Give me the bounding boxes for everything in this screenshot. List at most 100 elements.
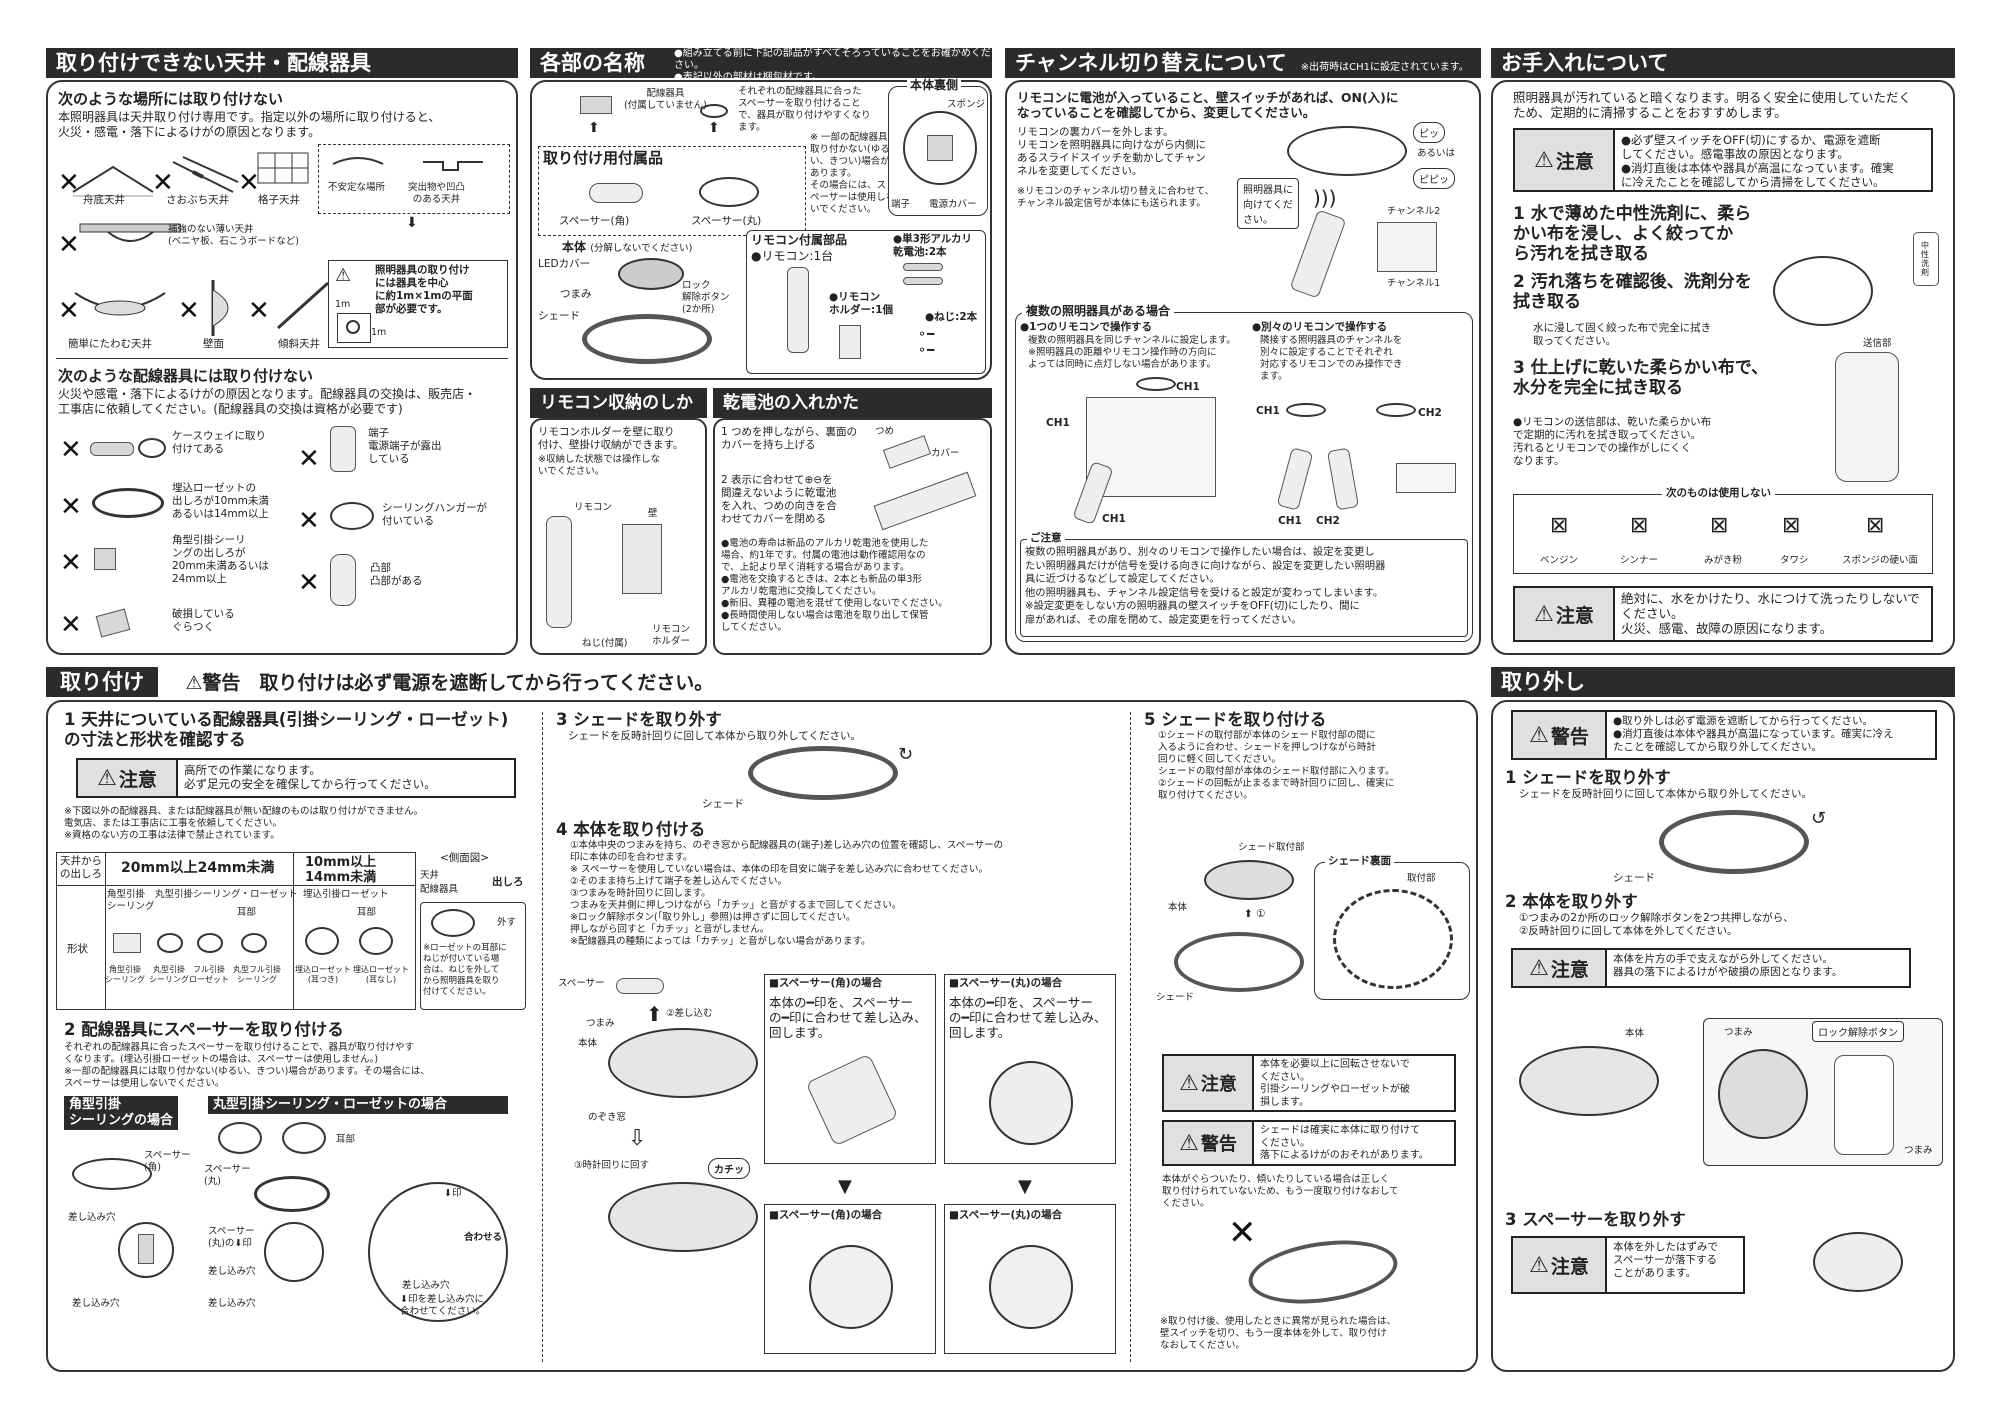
round-device-icon	[282, 1122, 326, 1154]
battery-step2: 2 表示に合わせて⊕⊖を 間違えないように乾電池 を入れ、つめの向きを合 わせて…	[721, 474, 837, 525]
tilted-shade-illustration	[1244, 1231, 1402, 1313]
holder-qty: ●リモコン ホルダー:1個	[829, 291, 894, 316]
battery-step1: 1 つめを押しながら、裏面の カバーを持ち上げる	[721, 426, 858, 451]
restrict-wiring-title: 次のような配線器具には取り付けない	[58, 367, 314, 385]
spec-sub: 埋込ローゼット (耳なし)	[353, 965, 409, 984]
insert-hole-label: 差し込み穴	[208, 1298, 256, 1309]
round-case-illustration	[989, 1061, 1073, 1145]
remote-icon	[1276, 447, 1314, 511]
double-beep-label: ピピッ	[1413, 168, 1455, 189]
shade-back-illustration	[1333, 889, 1453, 989]
ng-mark-icon: ✕	[60, 492, 82, 522]
place-label: 格子天井	[258, 194, 300, 206]
removal-step2-text: ①つまみの2か所のロック解除ボタンを2つ共押しながら、 ②反時計回りに回して本体…	[1519, 912, 1794, 937]
channel-lead: リモコンに電池が入っていること、壁スイッチがあれば、ON(入)に なっていること…	[1017, 90, 1399, 120]
shade-illustration	[748, 746, 898, 800]
warning-icon: ⚠	[97, 765, 117, 791]
divider	[57, 885, 415, 886]
body-label: 本体 (分解しないでください)	[562, 240, 693, 254]
insert-hole-label: 差し込み穴	[72, 1298, 120, 1309]
spacer-square-case-title: ■スペーサー(角)の場合	[769, 977, 883, 989]
spacer-icon	[616, 978, 664, 994]
caution-label: ⚠注意	[1515, 588, 1615, 640]
final-note: ※取り付け後、使用したときに異常が見られた場合は、 壁スイッチを切り、もう一度本…	[1160, 1316, 1396, 1351]
fixture-ring	[1286, 403, 1326, 417]
ng-mark-icon: ✕	[58, 230, 80, 260]
holder-wall-icon	[622, 524, 662, 594]
warning-label: ⚠警告	[1513, 712, 1607, 758]
ear-label: 耳部	[357, 907, 377, 918]
spec-sub: 丸型フル引掛 シーリング	[233, 965, 281, 984]
panel-install: 1 天井についている配線器具(引掛シーリング・ローゼット) の寸法と形状を確認す…	[46, 700, 1478, 1372]
wiring-device-label: 配線器具 (付属していません)	[624, 88, 707, 111]
channel-text1: リモコンの裏カバーを外します。 リモコンを照明器具に向けながら内側に あるスライ…	[1017, 126, 1206, 177]
install-step5-text: ①シェードの取付部が本体のシェード取付部の間に 入るように合わせ、シェードを押し…	[1158, 730, 1395, 801]
remote-label: リモコン	[574, 502, 613, 513]
shade-back-title: シェード裏面	[1325, 855, 1394, 868]
ng-items-box: 次のものは使用しない ⊠ ベンジン ⊠ シンナー ⊠ みがき粉 ⊠ タワシ ⊠ …	[1513, 487, 1933, 574]
caution-label: ⚠注意	[1164, 1056, 1254, 1110]
panel-storage: リモコンホルダーを壁に取り 付け、壁掛け収納ができます。 ※収納した状態では操作…	[530, 418, 707, 655]
section-header-parts: 各部の名称●組み立てる前に下記の部品がすべてそろっていることをお確かめください。…	[530, 48, 992, 83]
ng-mark-icon: ✕	[58, 168, 80, 198]
caution-text: 本体を片方の手で支えながら外してください。 器具の落下によるけがや破損の原因とな…	[1613, 953, 1843, 978]
mark-zoom-circle	[368, 1182, 508, 1322]
rotate-ccw-icon: ↺	[1811, 808, 1827, 829]
ch-label: CH1	[1046, 417, 1070, 429]
spacer-square-case-box: ■スペーサー(角)の場合 本体の━印を、スペーサー の━印に合わせて差し込み、 …	[764, 974, 936, 1164]
ng-mark-icon: ✕	[238, 168, 260, 198]
lock-button-label: ロック 解除ボタン (2か所)	[682, 280, 730, 315]
divider	[293, 853, 294, 1009]
rosette-screw-icon	[431, 909, 475, 937]
tsume-label: つめ	[875, 426, 895, 437]
ng-mark-icon: ✕	[298, 444, 320, 474]
shade-label: シェード	[538, 310, 580, 322]
remote-icon	[1326, 447, 1360, 511]
point-remote-bubble: 照明器具に 向けてくだ さい。	[1237, 178, 1299, 229]
install-step1: 1 天井についている配線器具(引掛シーリング・ローゼット) の寸法と形状を確認す…	[64, 710, 509, 749]
rosette-icon	[138, 438, 166, 458]
warning-icon: ⚠	[1179, 1070, 1199, 1096]
channel-caution-title: ご注意	[1027, 532, 1065, 545]
caution-text: 本体を必要以上に回転させないで ください。 引掛シーリングやローゼットが破 損し…	[1260, 1059, 1410, 1108]
spacer-square-icon	[589, 183, 643, 203]
caution-text: 高所での作業になります。 必ず足元の安全を確保してから行ってください。	[184, 763, 436, 791]
cover-label: カバー	[931, 448, 960, 459]
warning-label: ⚠警告	[1164, 1122, 1254, 1164]
slope-ceiling-icon	[276, 281, 330, 330]
ng-item-label: シンナー	[1620, 555, 1659, 566]
remote-open-icon	[882, 435, 932, 469]
spacer-square-illustration	[72, 1158, 152, 1190]
ch-label: CH1	[1278, 515, 1302, 527]
holder-label: リモコン ホルダー	[652, 624, 691, 647]
knob-label: つまみ	[560, 288, 592, 300]
sponge-icon: ⊠	[1866, 513, 1885, 538]
spec-range-2: 10mm以上 14mm未満	[305, 855, 377, 885]
back-side-box: 本体裏側 スポンジ 端子 電源カバー	[888, 78, 988, 216]
divider	[56, 358, 508, 359]
body-label: 本体	[1625, 1028, 1645, 1039]
ng-mark-icon: ✕	[58, 296, 80, 326]
round-device-icon	[218, 1122, 262, 1154]
ng-mark-icon: ✕	[298, 506, 320, 536]
place-label: 突出物や凹凸 のある天井	[408, 182, 466, 205]
place-label: 舟底天井	[83, 194, 125, 206]
channel2-label: チャンネル2	[1387, 206, 1441, 217]
spec-type-c: 埋込引掛ローゼット	[303, 889, 389, 900]
terminal-label: 端子	[891, 199, 911, 210]
back-side-illustration	[903, 111, 977, 185]
body-illustration	[618, 258, 684, 290]
restrict-places-title: 次のような場所には取り付けない	[58, 90, 284, 108]
spacer-round-case-text: 本体の━印を、スペーサー の━印に合わせて差し込み、 回します。	[949, 995, 1107, 1040]
round-ceiling-icon	[157, 933, 183, 953]
removal-step3: 3 スペーサーを取り外す	[1505, 1210, 1686, 1229]
terminal-icon	[330, 426, 356, 472]
fixture-ring	[1376, 403, 1416, 417]
ng-item-label: スポンジの硬い面	[1842, 555, 1919, 566]
spec-type-a: 角型引掛 シーリング	[107, 889, 155, 912]
wiring-device-icon	[580, 96, 612, 114]
ch-label: CH2	[1418, 407, 1442, 419]
screw-icon: ⚬━	[917, 343, 935, 357]
remote-care-note: ●リモコンの送信部は、乾いた柔らかい布 で定期的に汚れを拭き取ってください。 汚…	[1513, 416, 1712, 467]
removal-caution-box-2: ⚠注意 本体を外したはずみで スペーサーが落下する ことがあります。	[1511, 1236, 1745, 1294]
